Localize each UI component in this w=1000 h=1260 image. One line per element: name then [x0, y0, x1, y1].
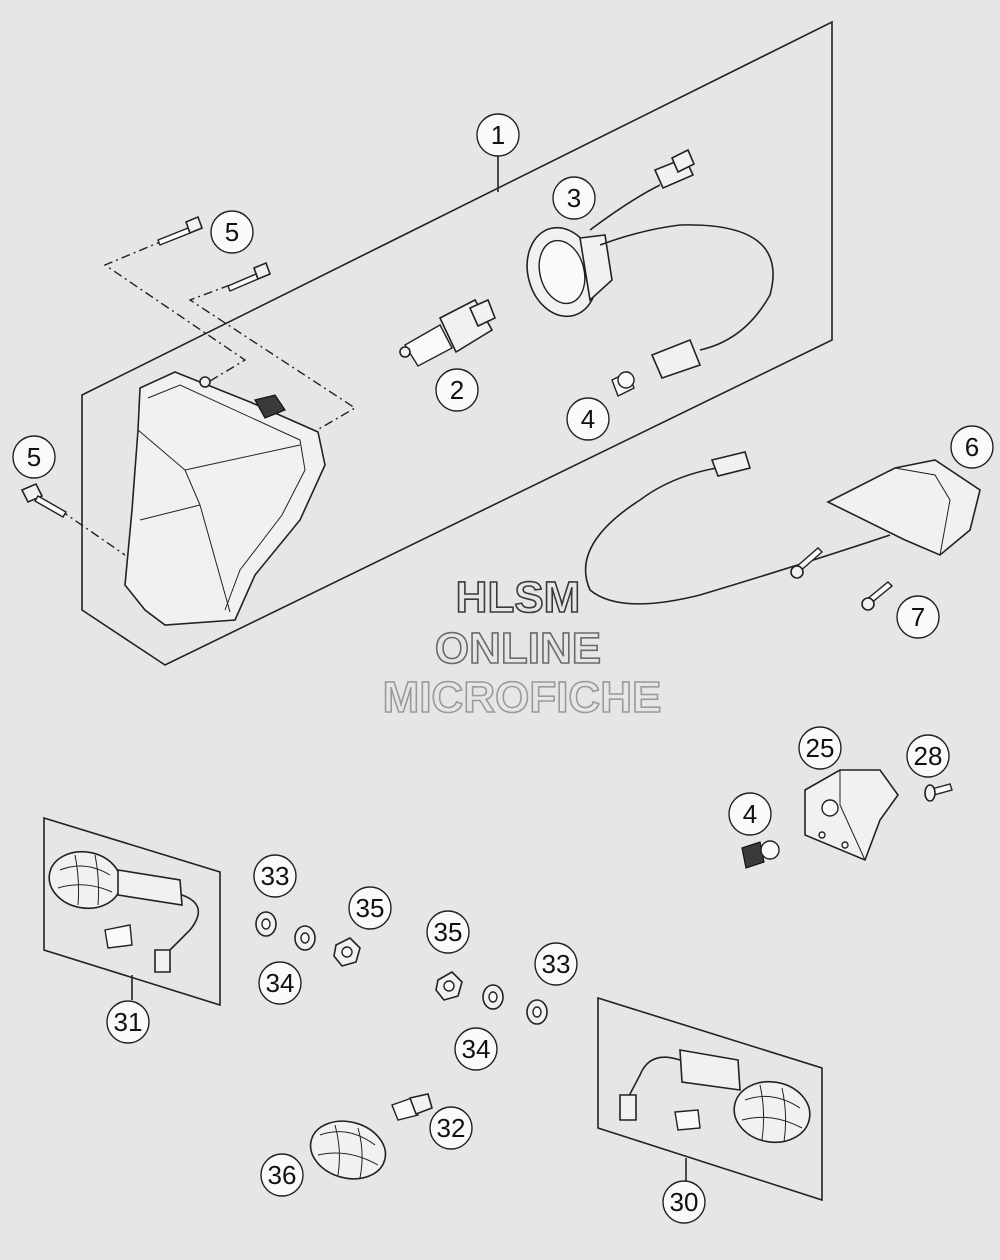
headlight-assembly-frame	[81, 20, 833, 666]
callout-5-left-label: 5	[27, 442, 41, 472]
plate-screw-lower	[861, 581, 894, 611]
callout-2[interactable]: 2	[435, 368, 479, 412]
watermark-line-3: MICROFICHE	[383, 673, 662, 722]
callout-1[interactable]: 1	[476, 113, 520, 157]
callout-25-label: 25	[806, 733, 835, 763]
tail-light-bulb	[741, 840, 780, 869]
callout-33-right-label: 33	[542, 949, 571, 979]
callout-33-left[interactable]: 33	[253, 854, 297, 898]
callout-36-label: 36	[268, 1160, 297, 1190]
turn-signal-left	[48, 850, 200, 973]
callout-34-left[interactable]: 34	[258, 961, 302, 1005]
turn-signal-right-frame	[597, 996, 823, 1202]
turn-signal-bulb	[391, 1093, 433, 1121]
callout-32[interactable]: 32	[429, 1106, 473, 1150]
turn-signal-right	[619, 1049, 811, 1144]
lock-washer-right	[482, 984, 504, 1010]
tail-light-screw	[924, 783, 953, 802]
callout-33-right[interactable]: 33	[534, 942, 578, 986]
callout-36[interactable]: 36	[260, 1153, 304, 1197]
callout-3[interactable]: 3	[552, 176, 596, 220]
callout-28-label: 28	[914, 741, 943, 771]
callout-4-headlight-label: 4	[581, 404, 595, 434]
callout-4-tail-label: 4	[743, 799, 757, 829]
washer-right	[526, 999, 548, 1025]
tail-light	[804, 769, 899, 862]
watermark-line-2: ONLINE	[435, 624, 601, 673]
nut-right	[435, 971, 463, 1001]
callout-31[interactable]: 31	[106, 1000, 150, 1044]
callout-34-right[interactable]: 34	[454, 1027, 498, 1071]
callout-30[interactable]: 30	[662, 1180, 706, 1224]
nut-left	[333, 937, 361, 967]
callout-34-right-label: 34	[462, 1034, 491, 1064]
washer-left	[255, 911, 277, 937]
callout-5-left[interactable]: 5	[12, 435, 56, 479]
callout-25[interactable]: 25	[798, 726, 842, 770]
callout-32-label: 32	[437, 1113, 466, 1143]
bolt-guide-lines	[59, 239, 357, 556]
bolt-upper	[157, 215, 204, 246]
callout-6-label: 6	[965, 432, 979, 462]
callout-35-left[interactable]: 35	[348, 886, 392, 930]
callout-3-label: 3	[567, 183, 581, 213]
callout-4-tail[interactable]: 4	[728, 792, 772, 836]
callout-7[interactable]: 7	[896, 595, 940, 639]
callout-28[interactable]: 28	[906, 734, 950, 778]
bulb-socket	[526, 148, 774, 379]
plate-screw-upper	[790, 547, 824, 579]
callout-2-label: 2	[450, 375, 464, 405]
bolt-left	[20, 482, 67, 518]
watermark: HLSM ONLINE MICROFICHE	[382, 572, 662, 723]
bolt-middle	[227, 261, 272, 292]
lock-washer-left	[294, 925, 316, 951]
callout-30-label: 30	[670, 1187, 699, 1217]
callout-5-upper-label: 5	[225, 217, 239, 247]
callout-6[interactable]: 6	[950, 425, 994, 469]
callout-31-label: 31	[114, 1007, 143, 1037]
parking-light-bulb	[611, 371, 635, 397]
turn-signal-lens	[309, 1120, 387, 1180]
callout-1-label: 1	[491, 120, 505, 150]
callout-34-left-label: 34	[266, 968, 295, 998]
callout-35-left-label: 35	[356, 893, 385, 923]
turn-signal-left-frame	[43, 816, 221, 1007]
headlight-housing	[124, 371, 326, 626]
headlight-bulb	[399, 298, 497, 367]
watermark-line-1: HLSM	[456, 573, 581, 622]
callout-35-right-label: 35	[434, 917, 463, 947]
callout-35-right[interactable]: 35	[426, 910, 470, 954]
callout-4-headlight[interactable]: 4	[566, 397, 610, 441]
callout-7-label: 7	[911, 602, 925, 632]
callout-5-upper[interactable]: 5	[210, 210, 254, 254]
callout-33-left-label: 33	[261, 861, 290, 891]
number-plate-holder	[584, 451, 981, 605]
